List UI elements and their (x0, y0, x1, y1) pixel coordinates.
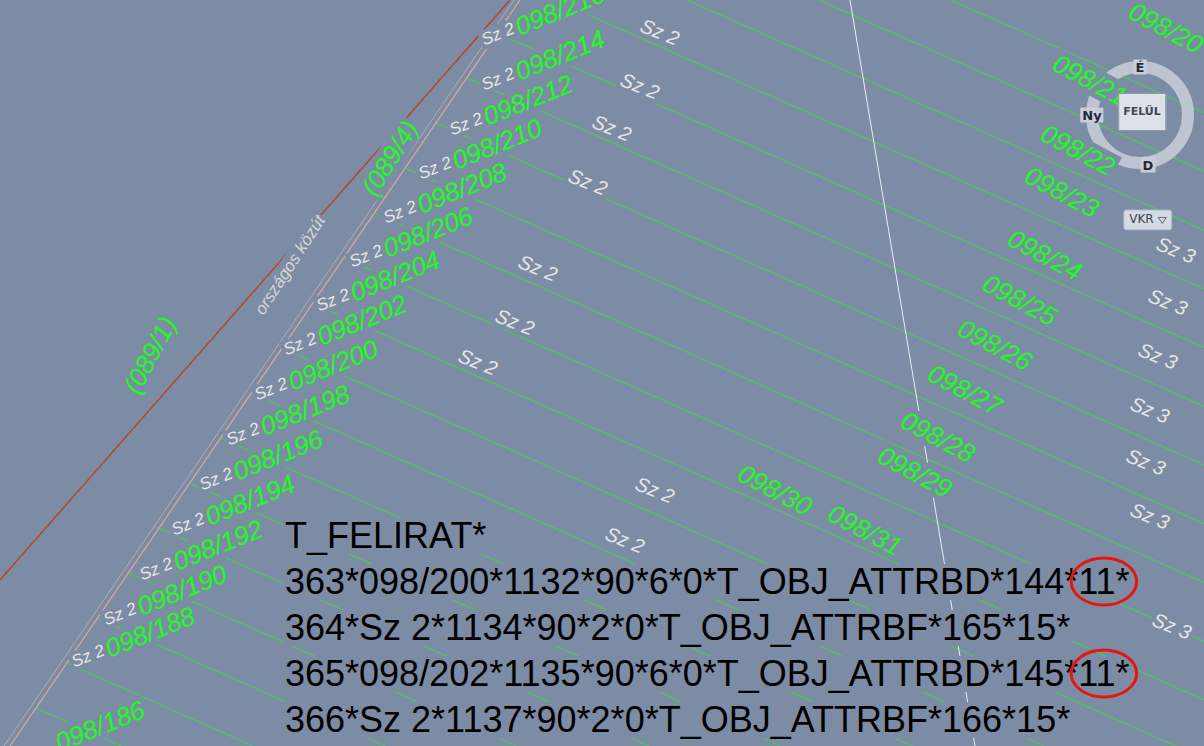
soil-class: Sz 3 (1125, 498, 1174, 535)
node-text: FELÜL (1123, 106, 1161, 118)
node-text: VKR (1129, 213, 1153, 226)
parcel-boundary (590, 0, 1204, 196)
soil-class: Sz 2 (587, 110, 636, 147)
dropdown-arrow-shape (1159, 217, 1167, 223)
compass-letter: É (1134, 60, 1147, 75)
soil-class: Sz 2 (600, 522, 649, 559)
coordinate-system-menu: VKR (1123, 209, 1172, 230)
parcel-boundary (220, 438, 1204, 746)
parcel-boundary (159, 528, 1204, 746)
soil-class: Sz 2 (635, 14, 684, 51)
soil-class: Sz 2 (195, 463, 237, 495)
parcel-number: 098/30 (732, 458, 819, 522)
parcel-boundary (251, 393, 1204, 746)
soil-class: Sz 3 (1147, 608, 1196, 645)
compass-letter: Ny (1080, 108, 1103, 123)
soil-class: Sz 2 (513, 250, 562, 287)
road-boundary (0, 0, 510, 580)
parcel-boundary (436, 123, 1204, 490)
parcel-boundary (405, 168, 1204, 549)
soil-class: Sz 2 (279, 328, 321, 360)
parcel-boundary (344, 258, 1204, 666)
parcel-boundary (528, 0, 1204, 314)
parcel-number: 098/25 (977, 268, 1064, 332)
soil-class: Sz 2 (477, 18, 519, 50)
attribute-record: 364*Sz 2*1134*90*2*0*T_OBJ_ATTRBF*165*15… (283, 610, 1072, 646)
soil-class: Sz 3 (1125, 392, 1174, 429)
parcel-boundary (374, 213, 1204, 607)
attribute-record: 365*098/202*1135*90*6*0*T_OBJ_ATTRBD*145… (283, 656, 1132, 692)
soil-class: Sz 2 (563, 164, 612, 201)
attribute-record: 363*098/200*1132*90*6*0*T_OBJ_ATTRBD*144… (283, 564, 1132, 600)
soil-class: Sz 2 (453, 344, 502, 381)
compass-letter: D (1141, 158, 1156, 173)
parcel-number: 098/27 (922, 358, 1009, 422)
soil-class: Sz 2 (222, 418, 264, 450)
parcel-boundary (559, 0, 1204, 255)
parcel-number: 098/31 (822, 498, 909, 562)
parcel-number: 098/20 (1123, 0, 1204, 60)
soil-class: Sz 3 (1133, 338, 1182, 375)
view-cube-face: FELÜL (1118, 93, 1166, 131)
attribute-record: 366*Sz 2*1137*90*2*0*T_OBJ_ATTRBF*166*15… (283, 702, 1072, 738)
soil-class: Sz 3 (1143, 284, 1192, 321)
layer-name: T_FELIRAT* (283, 518, 488, 554)
parcel-boundary (497, 33, 1204, 373)
soil-class: Sz 3 (1151, 232, 1200, 269)
soil-class: Sz 2 (490, 304, 539, 341)
soil-class: Sz 2 (630, 472, 679, 509)
parcel-number: 098/26 (952, 313, 1039, 377)
road-parcel-number: (089/1) (117, 310, 182, 399)
parcel-boundary (282, 348, 1204, 746)
parcel-number: 098/24 (1002, 223, 1089, 287)
dropdown-arrow (1158, 216, 1168, 224)
road-parcel-number: (089/4) (355, 114, 425, 202)
parcel-boundary (190, 483, 1204, 746)
soil-class: Sz 2 (615, 68, 664, 105)
soil-class: Sz 3 (1121, 444, 1170, 481)
